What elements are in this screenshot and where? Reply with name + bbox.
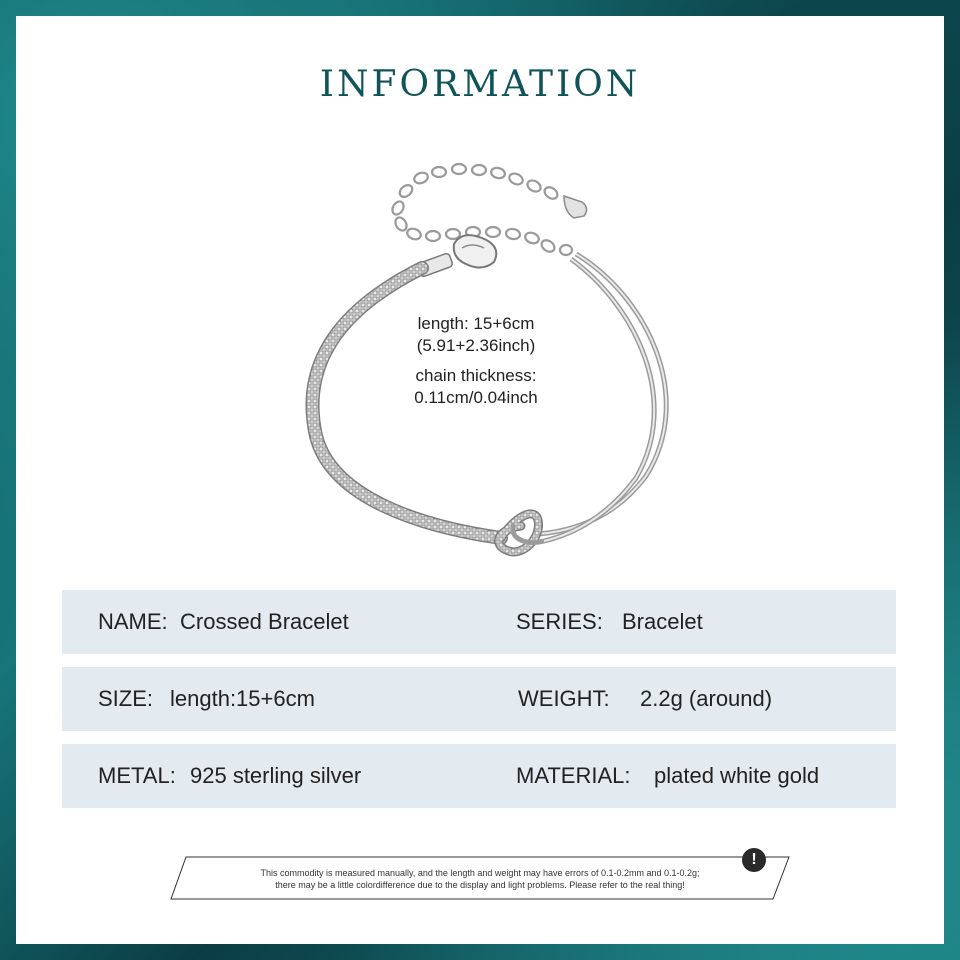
page-title: INFORMATION	[319, 64, 641, 105]
thickness-text: 0.11cm/0.04inch	[414, 388, 538, 407]
disclaimer-line-1: This commodity is measured manually, and…	[260, 868, 700, 878]
bracelet-image	[305, 162, 669, 557]
dimension-text: length: 15+6cm (5.91+2.36inch) chain thi…	[366, 313, 586, 409]
spec-row-metal: METAL: 925 sterling silver MATERIAL: pla…	[62, 744, 896, 808]
spec-value: 2.2g (around)	[640, 686, 773, 711]
thickness-label: chain thickness:	[415, 366, 537, 385]
spec-label: WEIGHT:	[518, 686, 610, 711]
spec-row-name: NAME: Crossed Bracelet SERIES: Bracelet	[62, 590, 896, 654]
spec-value: length:15+6cm	[170, 686, 315, 711]
spec-label: MATERIAL:	[516, 763, 631, 788]
info-card: INFORMATION	[16, 16, 944, 944]
disclaimer-text: This commodity is measured manually, and…	[200, 867, 760, 891]
spec-value: Bracelet	[622, 609, 703, 634]
disclaimer-box: This commodity is measured manually, and…	[170, 856, 790, 900]
length-text: length: 15+6cm	[417, 314, 535, 333]
spec-label: NAME:	[98, 609, 168, 634]
spec-value: 925 sterling silver	[190, 763, 362, 788]
spec-label: SIZE:	[98, 686, 154, 711]
spec-row-size: SIZE: length:15+6cm WEIGHT: 2.2g (around…	[62, 667, 896, 731]
disclaimer-line-2: there may be a little colordifference du…	[275, 880, 685, 890]
spec-label: METAL:	[98, 763, 176, 788]
spec-value: Crossed Bracelet	[180, 609, 349, 634]
length-inch-text: (5.91+2.36inch)	[416, 336, 536, 355]
disclaimer-frame	[170, 856, 790, 900]
spec-label: SERIES:	[516, 609, 603, 634]
exclamation-icon: !	[742, 848, 766, 872]
spec-value: plated white gold	[654, 763, 820, 788]
